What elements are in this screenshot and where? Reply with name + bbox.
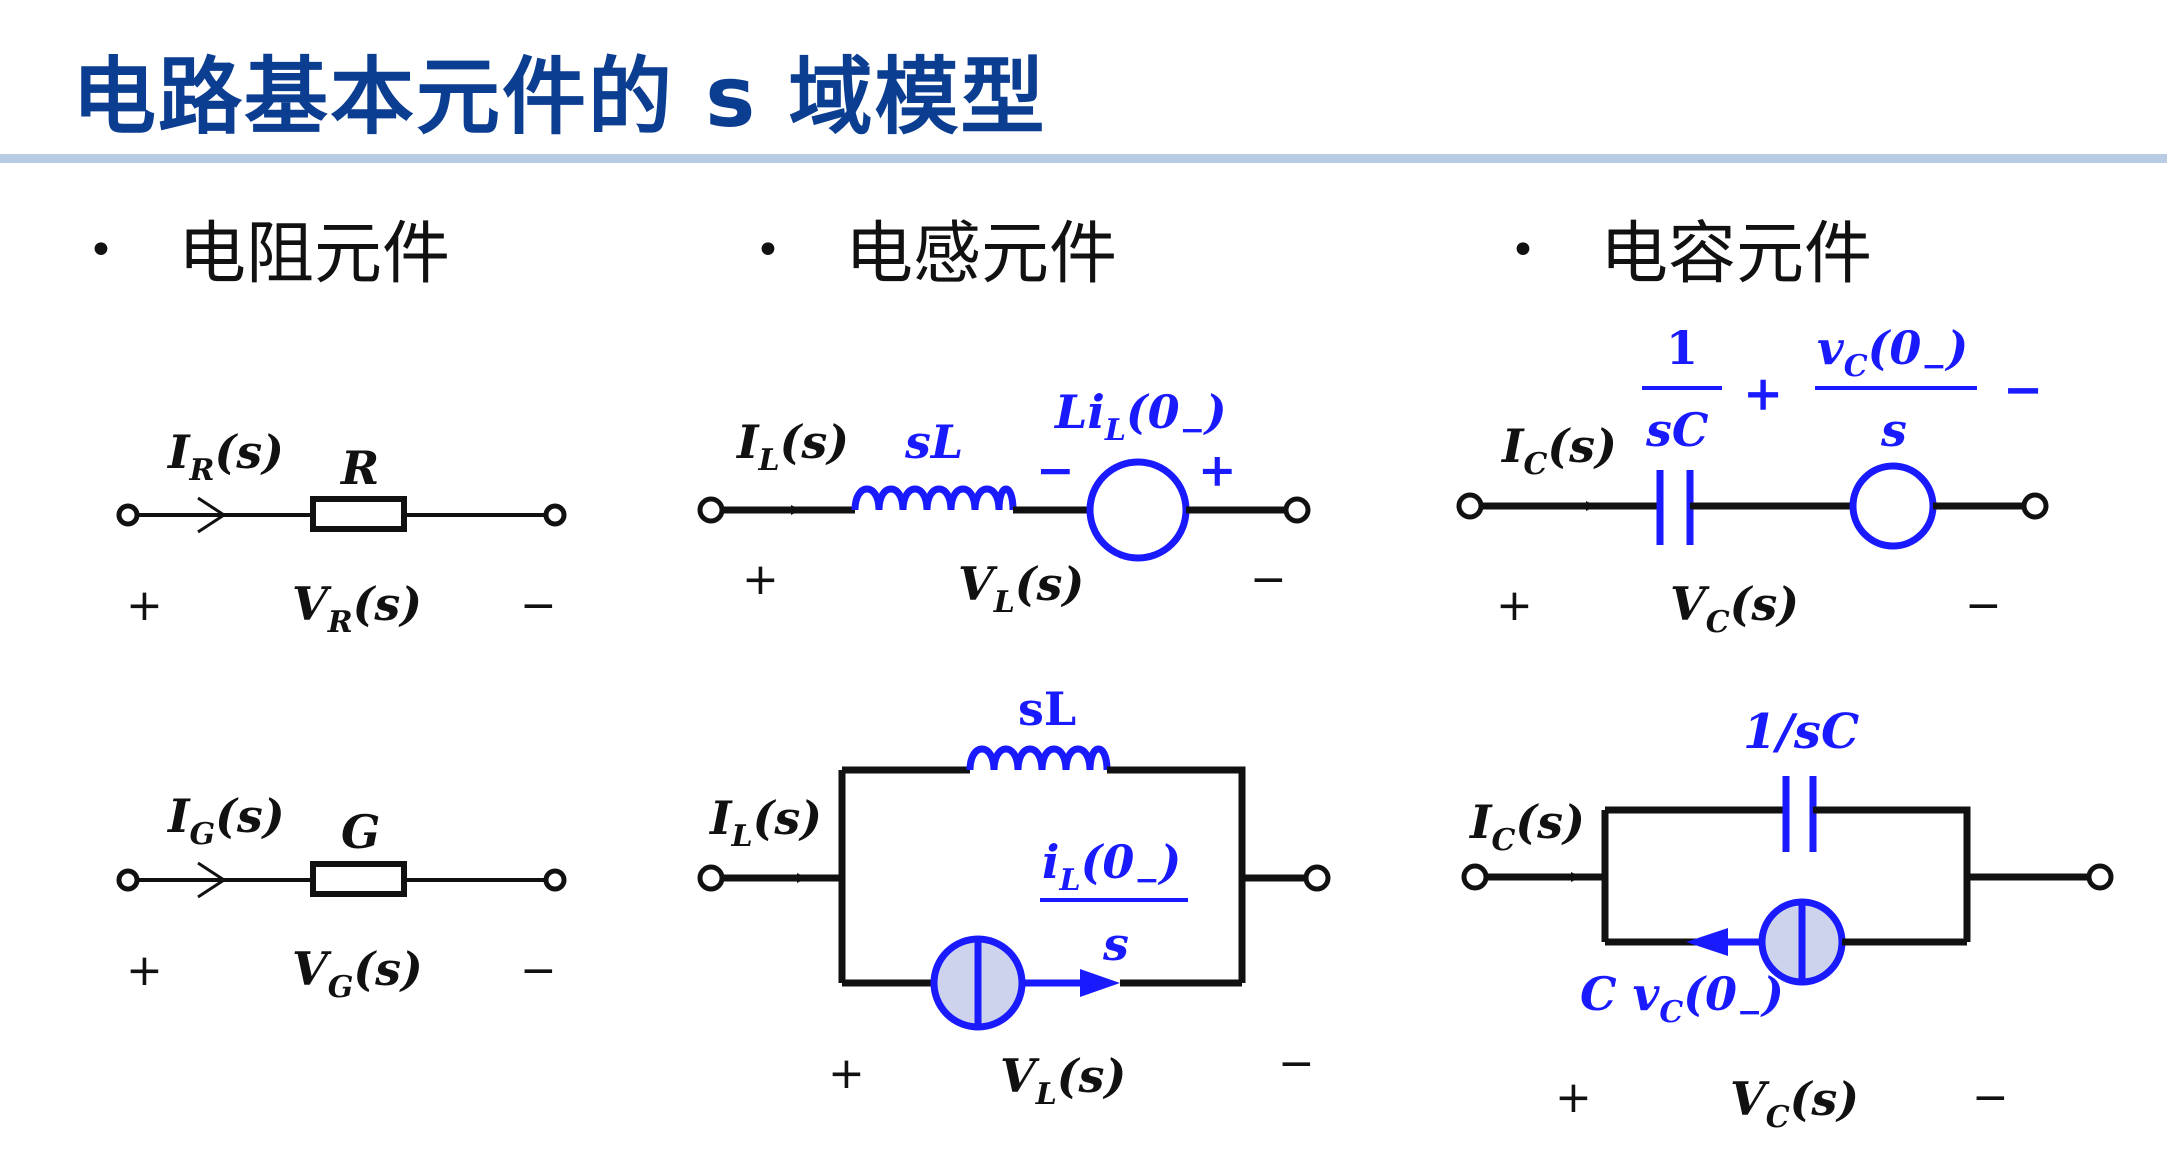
page-title: 电路基本元件的 s 域模型 [72,48,1047,146]
voltage-label: VL(s) [1000,1049,1126,1112]
terminal-node [1283,496,1311,524]
source-fraction-numerator: iL(0−) [1042,835,1181,898]
plus-sign: + [828,1048,865,1099]
inductor-parallel-circuit: IL(s) sL iL(0−) s + VL(s) − [697,682,1331,1112]
section-capacitor-heading: • 电容元件 [1510,198,1872,297]
capacitor-series-circuit: IC(s) 1 sC + vC(0−) s − + VC(s) − [1456,321,2049,640]
voltage-label: VC(s) [1670,577,1799,640]
minus-sign: − [1965,580,2002,631]
section-inductor-heading: • 电感元件 [755,198,1117,297]
terminal-node [2021,492,2049,520]
resistor-admittance-circuit: IG(s) G + VG(s) − [116,789,567,1005]
inductor-coil-icon [966,745,1111,771]
current-arrow-icon [197,861,227,899]
source-plus-sign: + [1198,443,1237,497]
source-arrow-icon [1080,969,1120,997]
current-label: IR(s) [166,425,284,488]
terminal-node [116,503,140,527]
element-label: sL [1018,682,1076,736]
minus-sign: − [520,945,557,996]
resistor-impedance-circuit: IR(s) R + VR(s) − [116,425,567,640]
section-capacitor-label: 电容元件 [1600,215,1873,294]
bullet-icon: • [755,224,781,276]
voltage-source-icon [1086,458,1190,562]
current-arrow-icon [197,496,227,534]
current-label: IL(s) [735,415,849,478]
current-label: IC(s) [1500,419,1617,482]
inductor-coil-icon [851,485,1017,511]
source-fraction-numerator: vC(0−) [1817,321,1968,384]
impedance-denominator: sC [1645,403,1709,457]
terminal-node [116,868,140,892]
element-label: G [341,805,380,859]
source-label: LiL(0−) [1053,385,1227,448]
voltage-label: VL(s) [958,557,1084,620]
voltage-label: VG(s) [292,942,423,1005]
minus-sign: − [1278,1038,1315,1089]
conductance-symbol [310,861,407,897]
title-underline [0,154,2167,163]
element-label: sL [904,415,963,469]
source-arrow-icon [1686,928,1728,956]
terminal-node [1303,864,1331,892]
terminal-node [1456,492,1484,520]
terminal-node [697,496,725,524]
voltage-source-icon [1849,462,1937,550]
element-label: R [339,441,379,495]
source-fraction-denominator: s [1102,917,1129,971]
terminal-node [697,864,725,892]
bullet-icon: • [88,224,114,276]
terminal-node [543,503,567,527]
current-label: IC(s) [1468,795,1585,858]
minus-sign: − [1972,1072,2009,1123]
element-label: 1/sC [1743,704,1859,760]
plus-sign: + [126,580,163,631]
terminal-node [543,868,567,892]
resistor-symbol [310,496,407,532]
section-resistor-heading: • 电阻元件 [88,198,450,297]
plus-sign: + [1555,1072,1592,1123]
wire [1813,806,1971,942]
wire [1107,766,1246,983]
capacitor-parallel-circuit: IC(s) 1/sC C vC(0−) + VC(s) − [1461,704,2114,1135]
series-plus-sign: + [1743,366,1783,422]
voltage-label: VC(s) [1730,1072,1859,1135]
current-label: IG(s) [166,789,285,852]
inductor-series-circuit: IL(s) sL LiL(0−) − + + VL(s) − [697,385,1311,620]
end-minus-sign: − [2003,362,2043,418]
source-minus-sign: − [1036,443,1075,497]
section-resistor-label: 电阻元件 [178,215,451,294]
voltage-label: VR(s) [292,577,422,640]
plus-sign: + [1496,580,1533,631]
minus-sign: − [1250,554,1287,605]
plus-sign: + [742,554,779,605]
impedance-numerator: 1 [1666,321,1698,375]
section-inductor-label: 电感元件 [845,215,1118,294]
terminal-node [2086,863,2114,891]
plus-sign: + [126,945,163,996]
source-fraction-denominator: s [1880,403,1907,457]
current-label: IL(s) [708,791,822,854]
minus-sign: − [520,580,557,631]
bullet-icon: • [1510,224,1536,276]
source-label: C vC(0−) [1580,967,1784,1030]
terminal-node [1461,863,1489,891]
